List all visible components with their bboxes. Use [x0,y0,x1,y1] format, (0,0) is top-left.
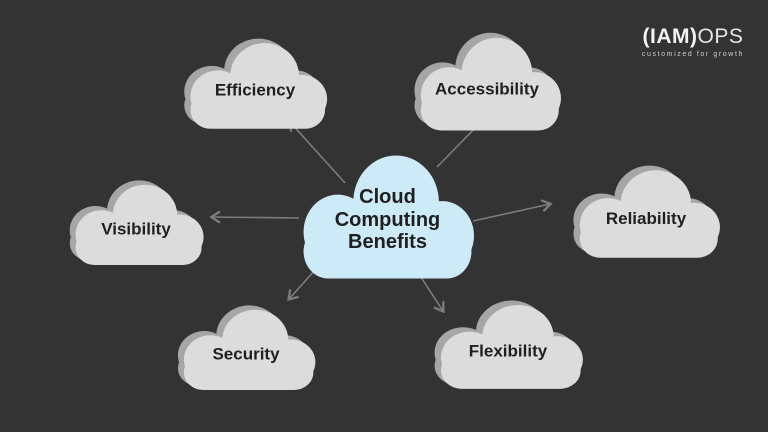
center-title-line2: Computing [334,208,441,231]
brand-logo: (IAM)OPS customized for growth [642,26,744,58]
cloud-label-flexibility: Flexibility [468,342,548,362]
cloud-label-security: Security [212,344,280,364]
cloud-label-reliability: Reliability [605,209,687,229]
brand-tagline: customized for growth [641,51,744,58]
cloud-label-efficiency: Efficiency [214,81,296,101]
cloud-center: Cloud Computing Benefits [289,148,486,286]
center-title-line1: Cloud [359,186,416,209]
cloud-security: Security [170,303,322,393]
brand-wordmark: (IAM)OPS [642,26,744,47]
brand-wordmark-primary: (IAM) [642,25,698,48]
cloud-visibility: Visibility [62,178,210,268]
cloud-label-accessibility: Accessibility [435,79,539,99]
brand-wordmark-secondary: OPS [697,25,744,48]
center-title: Cloud Computing Benefits [289,151,486,289]
cloud-efficiency: Efficiency [176,36,334,132]
arrow-to-visibility [209,210,300,224]
cloud-flexibility: Flexibility [426,298,590,392]
cloud-label-visibility: Visibility [101,219,171,239]
center-title-line3: Benefits [348,230,427,253]
cloud-accessibility: Accessibility [406,30,568,134]
cloud-reliability: Reliability [565,163,727,261]
